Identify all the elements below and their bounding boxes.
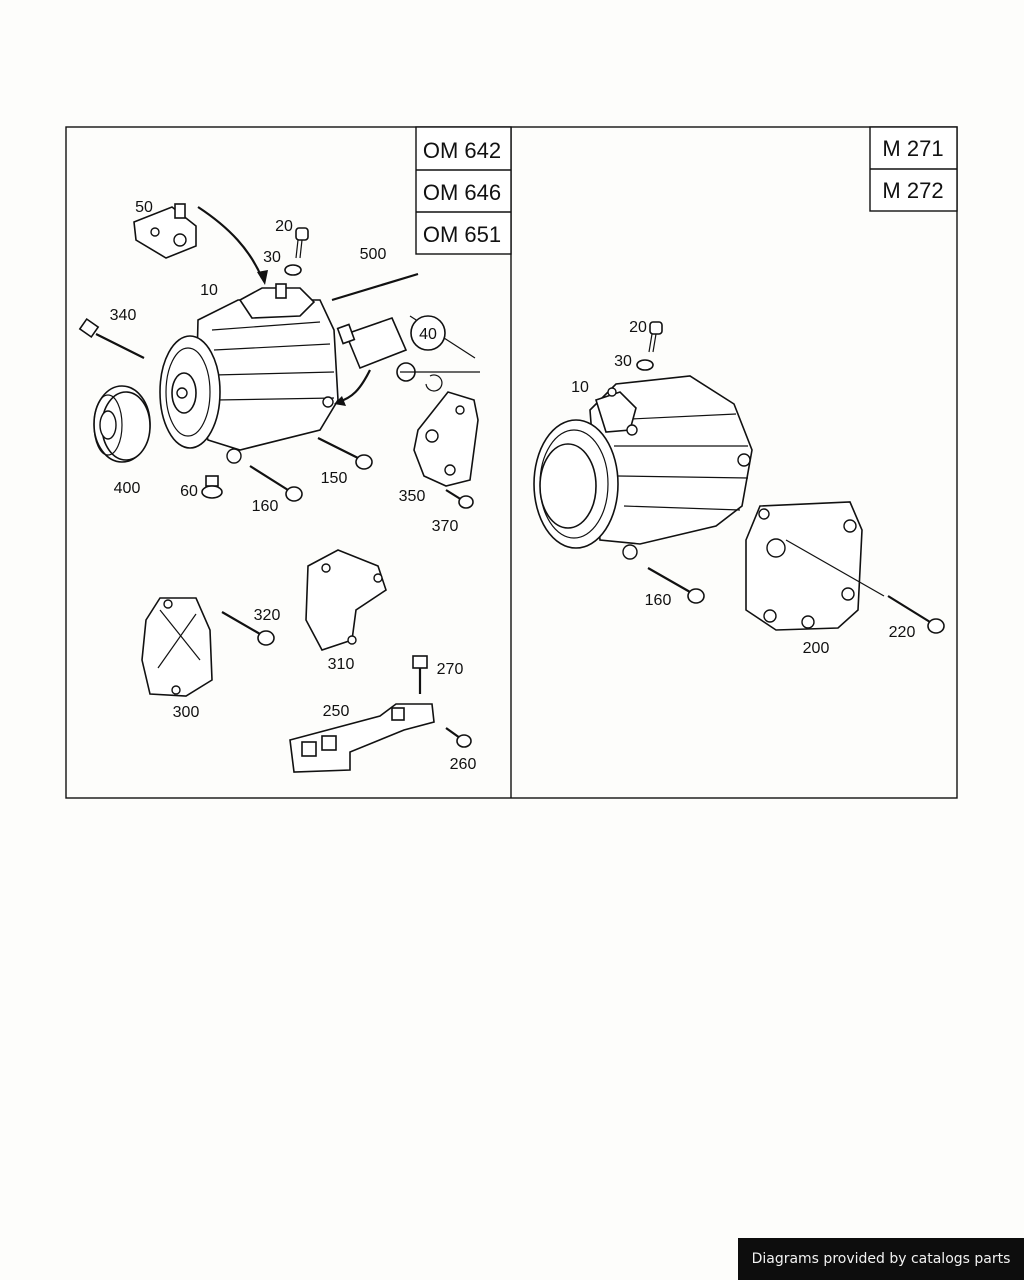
part-60-plug [201,475,223,499]
right-engine-code-table: M 271 M 272 [869,126,958,212]
part-370-bolt [445,489,474,509]
part-400-pulley [93,385,151,463]
part-350-bracket [413,391,479,487]
callout-left-400: 400 [114,480,141,497]
part-340-bolt [78,317,145,359]
callout-left-60: 60 [180,483,198,500]
callout-right-200: 200 [803,640,830,657]
part-310-bracket [305,549,387,651]
left-engine-code-table: OM 642 OM 646 OM 651 [415,126,512,255]
callout-left-340: 340 [110,307,137,324]
part-10-compressor-right [533,375,753,560]
callout-left-50: 50 [135,199,153,216]
engine-code-m271: M 271 [882,136,943,161]
callout-left-350: 350 [399,488,426,505]
part-320-bolt [221,611,275,646]
part-20-bolt-right [648,321,663,353]
callout-left-160: 160 [252,498,279,515]
part-20-bolt [295,227,309,259]
part-30-washer [284,264,302,276]
callout-left-20: 20 [275,218,293,235]
right-callout-labels: 20 30 10 160 220 200 [571,319,915,657]
callout-right-10: 10 [571,379,589,396]
callout-left-30: 30 [263,249,281,266]
callout-right-20: 20 [629,319,647,336]
part-150-bolt [317,437,373,470]
callout-left-250: 250 [323,703,350,720]
part-10-compressor-left [159,283,339,464]
callout-left-300: 300 [173,704,200,721]
part-200-bracket [745,501,885,631]
footer-credit: Diagrams provided by catalogs parts [738,1238,1024,1280]
part-500-line [331,272,419,302]
callout-right-160: 160 [645,592,672,609]
callout-left-320: 320 [254,607,281,624]
part-160-bolt-left [249,465,303,502]
part-220-bolt [887,595,945,634]
part-250-bracket [289,703,435,773]
part-160-bolt-right [647,567,705,604]
engine-code-om651: OM 651 [423,222,501,247]
part-270-bolt [412,655,428,694]
callout-left-260: 260 [450,756,477,773]
left-callout-labels: 50 20 30 500 10 340 40 150 400 60 350 16… [110,199,477,773]
engine-code-m272: M 272 [882,178,943,203]
callout-left-310: 310 [328,656,355,673]
callout-left-40: 40 [419,326,437,343]
part-50-flange [133,203,197,259]
part-300-bracket [141,597,213,697]
part-30-washer-right [636,359,654,371]
engine-code-om646: OM 646 [423,180,501,205]
callout-right-30: 30 [614,353,632,370]
callout-left-270: 270 [437,661,464,678]
callout-right-220: 220 [889,624,916,641]
callout-left-10: 10 [200,282,218,299]
arrow-40 [337,369,371,404]
callout-left-150: 150 [321,470,348,487]
arrow-50 [197,206,264,279]
engine-code-om642: OM 642 [423,138,501,163]
part-260-bolt [445,727,472,748]
part-40-valve [336,315,480,392]
callout-left-500: 500 [360,246,387,263]
callout-left-370: 370 [432,518,459,535]
